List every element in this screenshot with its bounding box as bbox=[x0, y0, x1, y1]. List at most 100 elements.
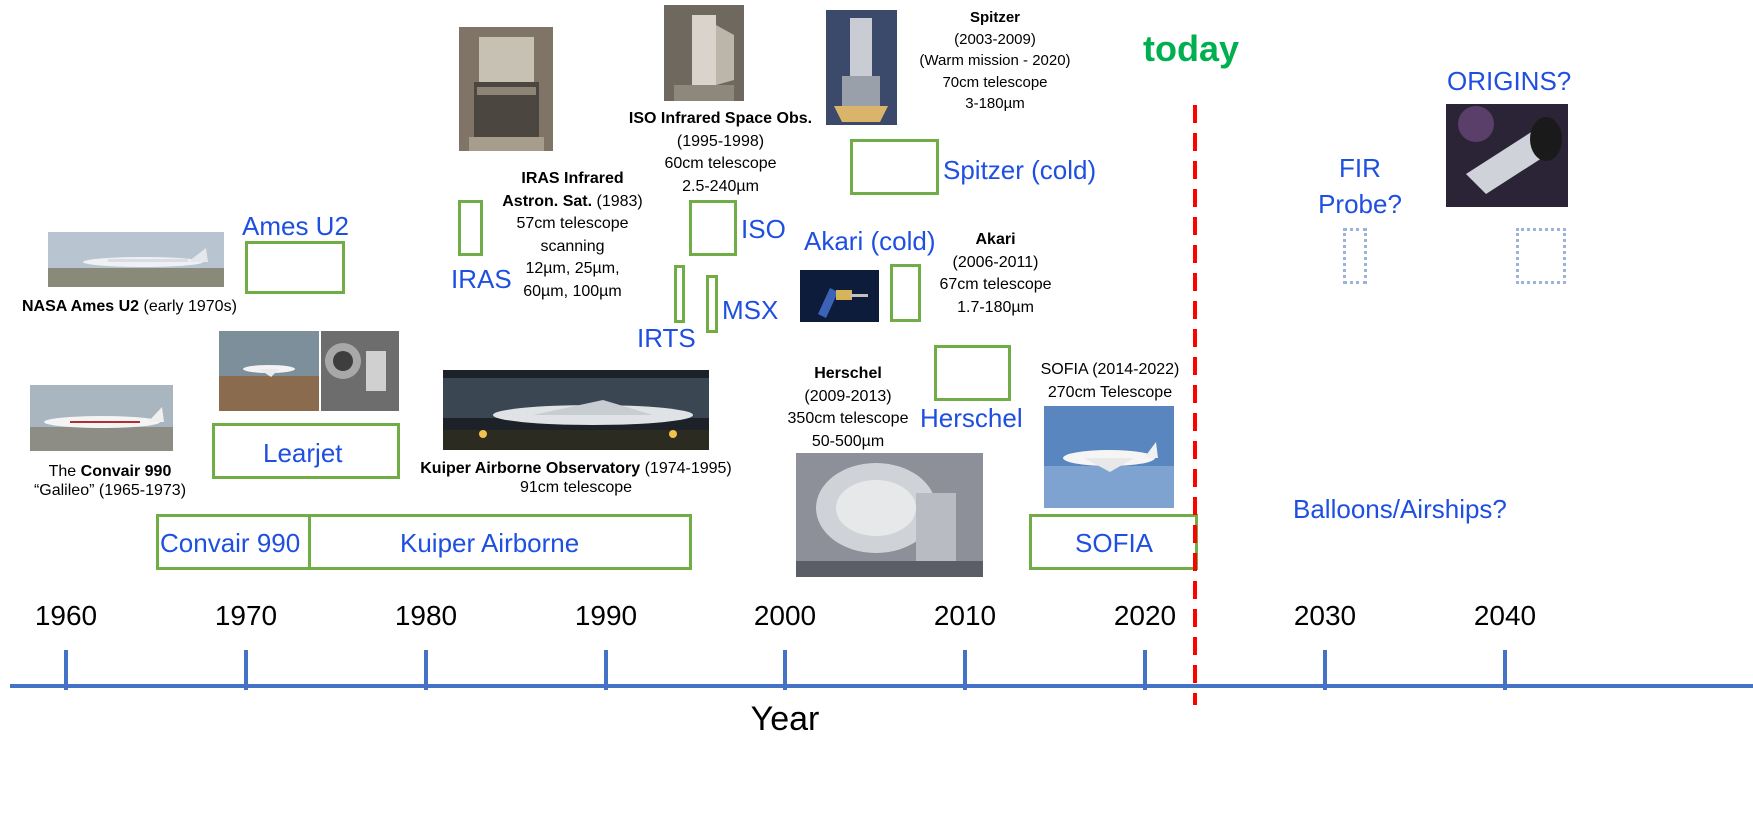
ames-u2-caption-rest: (early 1970s) bbox=[139, 298, 237, 315]
sofia-caption-line1: SOFIA (2014-2022) bbox=[1040, 361, 1180, 378]
sofia-caption: SOFIA (2014-2022) 270cm Telescope bbox=[1030, 358, 1190, 404]
iras-caption-line2-bold: Astron. Sat. bbox=[502, 192, 593, 210]
fir-probe-label-line1: FIR bbox=[1339, 153, 1381, 183]
year-label-1970: 1970 bbox=[214, 600, 278, 631]
fir-probe-label-line2: Probe? bbox=[1318, 189, 1402, 219]
herschel-label: Herschel bbox=[920, 403, 1023, 433]
axis-line bbox=[10, 684, 1753, 688]
convair-label: Convair 990 bbox=[160, 528, 301, 558]
learjet-photo bbox=[219, 331, 319, 411]
akari-caption-line3: 67cm telescope bbox=[939, 276, 1052, 293]
year-label-2020: 2020 bbox=[1113, 600, 1177, 631]
msx-label: MSX bbox=[722, 295, 779, 325]
year-label-2030: 2030 bbox=[1293, 600, 1357, 631]
tick-2000 bbox=[783, 650, 787, 690]
kuiper-caption-line2: 91cm telescope bbox=[519, 479, 633, 496]
iso-photo bbox=[664, 5, 744, 101]
spitzer-photo bbox=[826, 10, 897, 125]
iso-caption-title: ISO Infrared Space Obs. bbox=[628, 110, 813, 127]
tick-2040 bbox=[1503, 650, 1507, 690]
sofia-caption-line2: 270cm Telescope bbox=[1047, 384, 1173, 401]
convair-caption-line2: “Galileo” (1965-1973) bbox=[33, 482, 187, 499]
tick-1970 bbox=[244, 650, 248, 690]
tick-2020 bbox=[1143, 650, 1147, 690]
tick-2030 bbox=[1323, 650, 1327, 690]
balloons-label: Balloons/Airships? bbox=[1293, 494, 1507, 524]
fir-probe-box bbox=[1343, 228, 1367, 284]
herschel-caption-line4: 50-500µm bbox=[811, 432, 885, 450]
ames-u2-caption-bold: NASA Ames U2 bbox=[22, 298, 140, 315]
learjet-label: Learjet bbox=[263, 438, 343, 468]
iso-box bbox=[689, 200, 737, 256]
akari-photo bbox=[800, 270, 879, 322]
tick-1980 bbox=[424, 650, 428, 690]
msx-box bbox=[706, 275, 718, 333]
spitzer-label: Spitzer (cold) bbox=[943, 155, 1097, 185]
iras-caption-line4: scanning bbox=[540, 237, 605, 255]
tick-1990 bbox=[604, 650, 608, 690]
convair-caption-pre: The bbox=[48, 463, 81, 480]
origins-label: ORIGINS? bbox=[1447, 66, 1572, 96]
herschel-caption-line3: 350cm telescope bbox=[787, 410, 909, 427]
iso-caption-line4: 2.5-240µm bbox=[682, 177, 759, 195]
year-label-1960: 1960 bbox=[34, 600, 98, 631]
akari-caption: Akari (2006-2011) 67cm telescope 1.7-180… bbox=[928, 229, 1063, 319]
iras-caption-line3: 57cm telescope bbox=[516, 215, 629, 232]
kuiper-caption: Kuiper Airborne Observatory (1974-1995) … bbox=[413, 459, 739, 497]
year-label-2010: 2010 bbox=[933, 600, 997, 631]
irts-box bbox=[674, 265, 685, 323]
spitzer-caption-title: Spitzer bbox=[969, 9, 1020, 26]
ames-u2-photo bbox=[48, 232, 224, 287]
kuiper-label: Kuiper Airborne bbox=[400, 528, 580, 558]
origins-box bbox=[1516, 228, 1566, 284]
ames-u2-label: Ames U2 bbox=[242, 211, 349, 241]
axis-title: Year bbox=[750, 700, 820, 738]
iras-caption-line5: 12µm, 25µm, bbox=[525, 260, 620, 277]
kuiper-photo bbox=[443, 370, 709, 450]
iras-caption: IRAS Infrared Astron. Sat. (1983) 57cm t… bbox=[490, 168, 655, 303]
sofia-photo bbox=[1044, 406, 1174, 508]
learjet-cabin-photo bbox=[321, 331, 399, 411]
today-line bbox=[1193, 105, 1197, 705]
tick-1960 bbox=[64, 650, 68, 690]
akari-caption-line4: 1.7-180µm bbox=[957, 298, 1034, 316]
convair-caption-bold: Convair 990 bbox=[80, 463, 172, 480]
convair-caption: The Convair 990 “Galileo” (1965-1973) bbox=[10, 462, 210, 500]
akari-caption-title: Akari bbox=[975, 231, 1016, 248]
spitzer-caption-line5: 3-180µm bbox=[965, 95, 1025, 112]
spitzer-caption: Spitzer (2003-2009) (Warm mission - 2020… bbox=[905, 7, 1085, 115]
iso-caption-line2: (1995-1998) bbox=[676, 132, 765, 150]
irts-label: IRTS bbox=[637, 323, 696, 353]
spitzer-caption-line2: (2003-2009) bbox=[954, 30, 1036, 48]
year-label-2000: 2000 bbox=[753, 600, 817, 631]
akari-label: Akari (cold) bbox=[804, 226, 936, 256]
iras-caption-line1: IRAS Infrared bbox=[521, 170, 624, 187]
iso-caption: ISO Infrared Space Obs. (1995-1998) 60cm… bbox=[618, 108, 823, 198]
ames-u2-caption: NASA Ames U2 (early 1970s) bbox=[22, 297, 237, 316]
tick-2010 bbox=[963, 650, 967, 690]
origins-photo bbox=[1446, 104, 1568, 207]
spitzer-caption-line4: 70cm telescope bbox=[942, 73, 1048, 91]
iras-label: IRAS bbox=[451, 264, 512, 294]
spitzer-caption-line3: (Warm mission - 2020) bbox=[919, 52, 1071, 69]
iras-box bbox=[458, 200, 483, 256]
herschel-caption: Herschel (2009-2013) 350cm telescope 50-… bbox=[778, 363, 918, 453]
akari-caption-line2: (2006-2011) bbox=[952, 253, 1039, 271]
kuiper-caption-rest: (1974-1995) bbox=[640, 460, 732, 477]
year-label-2040: 2040 bbox=[1473, 600, 1537, 631]
iso-caption-line3: 60cm telescope bbox=[664, 155, 777, 172]
herschel-caption-title: Herschel bbox=[814, 365, 882, 382]
herschel-caption-line2: (2009-2013) bbox=[804, 387, 892, 405]
herschel-photo bbox=[796, 453, 983, 577]
akari-box bbox=[890, 264, 921, 322]
herschel-box bbox=[934, 345, 1011, 401]
year-label-1980: 1980 bbox=[394, 600, 458, 631]
iras-caption-line2-rest: (1983) bbox=[592, 192, 643, 210]
convair-photo bbox=[30, 385, 173, 451]
iso-label: ISO bbox=[741, 214, 786, 244]
kuiper-caption-bold: Kuiper Airborne Observatory bbox=[420, 460, 641, 477]
year-label-1990: 1990 bbox=[574, 600, 638, 631]
iras-caption-line6: 60µm, 100µm bbox=[523, 282, 622, 300]
iras-photo bbox=[459, 27, 553, 151]
